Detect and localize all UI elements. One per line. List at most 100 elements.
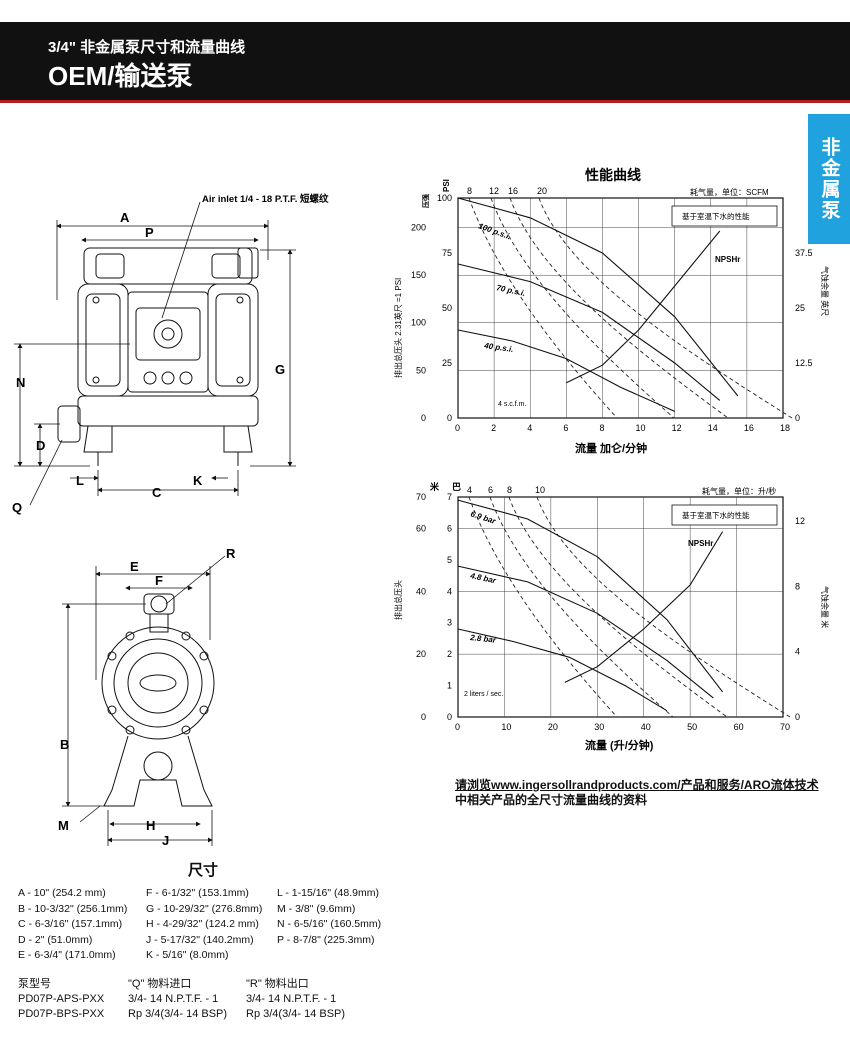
note-line-1[interactable]: 请浏览www.ingersollrandproducts.com/产品和服务/A… (455, 778, 819, 792)
dim-label-r: R (226, 546, 236, 561)
series-line-70-p-s-i- (457, 263, 721, 401)
y-tick-label-primary: 0 (421, 413, 426, 423)
curve-label-40psi: 40 p.s.i. (483, 341, 514, 354)
header-bar (0, 22, 850, 100)
y-tick-label-secondary: 75 (442, 248, 452, 258)
x-tick-label: 4 (527, 423, 532, 433)
chart-bottom-m-label: 米 (429, 481, 440, 492)
x-tick-label: 0 (455, 423, 460, 433)
air-consumption-curve (489, 496, 674, 718)
dimension-item: P - 8-7/8" (225.3mm) (277, 933, 375, 946)
model-number: PD07P-APS-PXX (18, 993, 105, 1005)
chart-bottom-bar-label: 巴 (452, 482, 461, 492)
air-consumption-tick-label: 6 (488, 485, 493, 495)
x-tick-label: 0 (455, 722, 460, 732)
chart-top-legend: 基于室温下水的性能 (682, 211, 750, 221)
category-tab[interactable]: 非金属泵 (808, 114, 850, 244)
model-inlet: 3/4- 14 N.P.T.F. - 1 (128, 993, 219, 1005)
chart-top-ft-label: 压强 (421, 194, 430, 208)
y-tick-label-primary: 150 (411, 270, 426, 280)
dim-label-g: G (275, 362, 285, 377)
side-dimension-lines (62, 555, 226, 846)
air-consumption-curve (538, 197, 793, 419)
air-consumption-curve (468, 197, 618, 419)
dim-label-p: P (145, 225, 154, 240)
dimension-item: J - 5-17/32" (140.2mm) (146, 933, 254, 946)
model-inlet: Rp 3/4(3/4- 14 BSP) (128, 1008, 228, 1020)
chart-bottom-legend-box (671, 504, 778, 526)
series-line-4-8-bar (457, 565, 714, 699)
y-tick-label-primary: 70 (416, 492, 426, 502)
dimensions-title: 尺寸 (188, 862, 219, 879)
x-tick-label: 70 (780, 722, 790, 732)
models-header-inlet: "Q" 物料进口 (128, 978, 192, 990)
right-tick-label: 37.5 (795, 248, 813, 258)
y-tick-label-secondary: 4 (447, 586, 452, 596)
x-tick-label: 12 (672, 423, 682, 433)
dimension-item: G - 10-29/32" (276.8mm) (146, 902, 263, 915)
curve-label-100psi: 100 p.s.i. (477, 221, 512, 241)
air-consumption-curve (536, 496, 791, 718)
curve-label-4-8bar: 4.8 bar (469, 571, 498, 586)
dimension-item: C - 6-3/16" (157.1mm) (18, 918, 123, 930)
header-title: OEM/输送泵 (48, 61, 193, 91)
models-header-outlet: "R" 物料出口 (246, 978, 309, 990)
chart-bottom-legend: 基于室温下水的性能 (682, 510, 750, 520)
right-tick-label: 12 (795, 516, 805, 526)
chart-top-ylabel: 排出总压头 2.31英尺 =1 PSI (393, 278, 403, 378)
x-tick-label: 60 (734, 722, 744, 732)
chart-bottom-scfm-label: 耗气量，单位：升/秒 (702, 486, 776, 496)
curve-label-npshr-top: NPSHr (715, 255, 740, 264)
chart-top-legend-box (671, 205, 778, 227)
chart-bottom-xlabel: 流量 (升/分钟) (585, 738, 654, 752)
x-tick-label: 20 (548, 722, 558, 732)
dimensions-col-3: L - 1-15/16" (48.9mm) M - 3/8" (9.6mm) N… (277, 886, 381, 948)
series-line-npshr (564, 531, 724, 683)
chart-bottom-right-label: 气蚀余量 米 (820, 586, 830, 628)
note-line-2: 中相关产品的全尺寸流量曲线的资料 (455, 793, 648, 807)
right-tick-label: 8 (795, 581, 800, 591)
y-tick-label-secondary: 0 (447, 413, 452, 423)
y-tick-label-primary: 200 (411, 222, 426, 232)
x-tick-label: 18 (780, 423, 790, 433)
dim-label-f: F (155, 573, 163, 588)
dim-label-a: A (120, 210, 130, 225)
x-tick-label: 2 (491, 423, 496, 433)
series-line-40-p-s-i- (457, 329, 675, 412)
dim-label-h: H (146, 818, 155, 833)
models-col-model: 泵型号 PD07P-APS-PXX PD07P-BPS-PXX (18, 977, 104, 1022)
y-tick-label-secondary: 50 (442, 303, 452, 313)
dimensions-col-2: F - 6-1/32" (153.1mm) G - 10-29/32" (276… (146, 886, 262, 964)
right-tick-label: 4 (795, 647, 800, 657)
dim-label-k: K (193, 473, 203, 488)
y-tick-label-secondary: 5 (447, 555, 452, 565)
dimension-item: B - 10-3/32" (256.1mm) (18, 902, 128, 915)
models-col-outlet: "R" 物料出口 3/4- 14 N.P.T.F. - 1 Rp 3/4(3/4… (246, 977, 345, 1022)
chart-top-scfm-label: 耗气量，单位：SCFM (690, 187, 769, 197)
front-dimension-lines (14, 201, 296, 506)
chart-bottom-ylabel: 排出总压头 (393, 580, 403, 620)
dim-label-d: D (36, 438, 45, 453)
y-tick-label-secondary: 1 (447, 681, 452, 691)
right-tick-label: 0 (795, 413, 800, 423)
model-number: PD07P-BPS-PXX (18, 1008, 105, 1020)
y-tick-label-secondary: 0 (447, 712, 452, 722)
series-line-npshr (566, 230, 721, 384)
air-consumption-tick-label: 10 (535, 485, 545, 495)
dim-label-n: N (16, 375, 25, 390)
x-tick-label: 10 (636, 423, 646, 433)
x-tick-label: 6 (563, 423, 568, 433)
dim-label-c: C (152, 485, 162, 500)
air-consumption-tick-label: 4 (467, 485, 472, 495)
pump-front-view (57, 247, 259, 466)
dim-label-b: B (60, 737, 69, 752)
air-inlet-label: Air inlet 1/4 - 18 P.T.F. 短螺纹 (202, 193, 329, 205)
dimension-item: E - 6-3/4" (171.0mm) (18, 949, 116, 961)
y-tick-label-primary: 0 (421, 712, 426, 722)
y-tick-label-primary: 20 (416, 649, 426, 659)
y-tick-label-primary: 60 (416, 523, 426, 533)
y-tick-label-primary: 100 (411, 318, 426, 328)
